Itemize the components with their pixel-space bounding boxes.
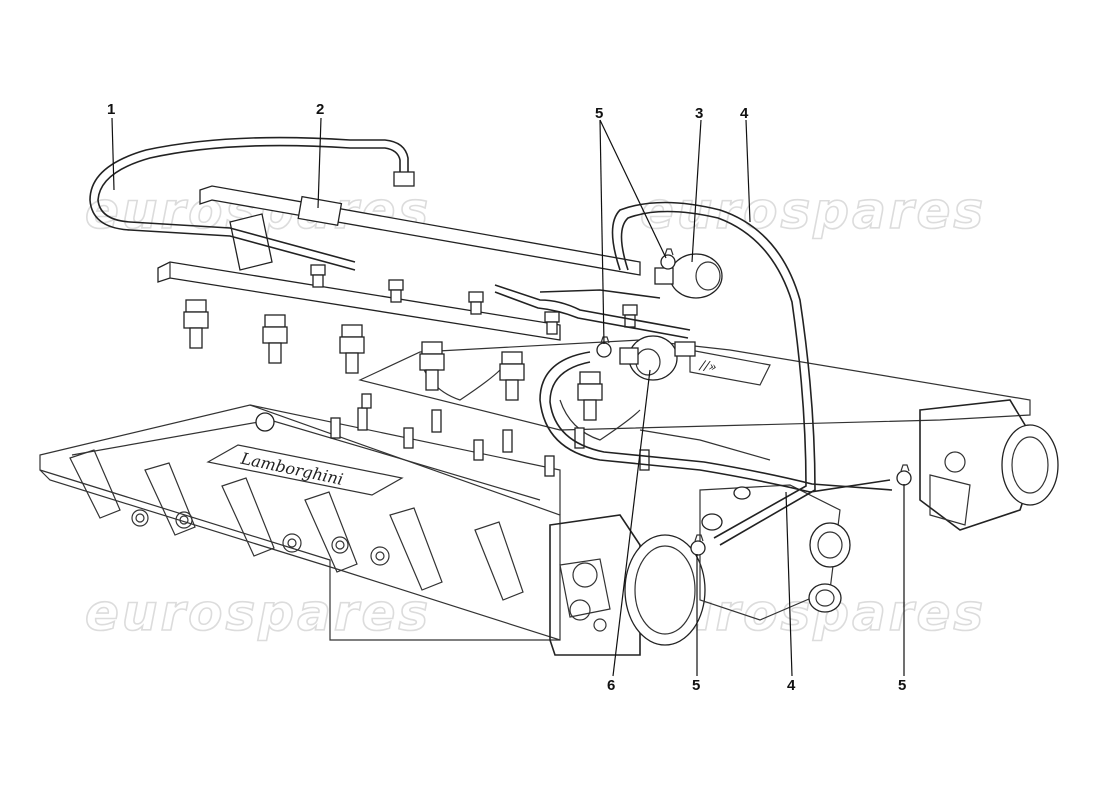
callout-4-top: 4 [740, 105, 749, 122]
callout-5-right: 5 [898, 677, 906, 694]
leader-lines [111, 117, 905, 677]
callout-5-top: 5 [595, 105, 603, 122]
manifold-ports [69, 449, 524, 601]
pressure-regulator-6 [619, 335, 696, 381]
callout-6: 6 [607, 677, 615, 694]
injectors-rear [310, 264, 638, 335]
bolt-bosses [131, 509, 390, 566]
intake-manifold-rear: //» [358, 339, 1031, 461]
fuel-rail-front [157, 261, 561, 341]
callout-5-mid: 5 [692, 677, 700, 694]
watermark-text: eurospares [85, 584, 431, 642]
link-pipes [494, 284, 691, 339]
vacuum-hose-4 [611, 201, 816, 546]
manifold-brand-text: Lamborghini [238, 449, 345, 489]
clamp-bottom [690, 534, 706, 556]
watermark-text: eurospares [640, 182, 986, 240]
callout-4-bottom: 4 [787, 677, 796, 694]
return-hose [539, 351, 893, 493]
fuel-pipe-1 [89, 136, 415, 271]
intake-manifold-front: Lamborghini [39, 404, 561, 641]
injectors-front [183, 299, 603, 421]
manifold-studs [255, 393, 650, 477]
throttle-body-rear [919, 399, 1059, 531]
callout-labels: 1 2 5 3 4 6 5 4 5 [107, 101, 906, 694]
callout-2: 2 [316, 101, 324, 118]
pressure-regulator-3 [654, 253, 723, 299]
throttle-body-front [549, 514, 706, 656]
rear-logo-mark: //» [697, 358, 718, 375]
clamp-mid [596, 336, 612, 358]
clamp-top [660, 248, 676, 270]
callout-3: 3 [695, 105, 703, 122]
callout-1: 1 [107, 101, 115, 118]
hose-clamps [596, 248, 912, 556]
clamp-right [896, 464, 912, 486]
center-housing [699, 484, 851, 621]
